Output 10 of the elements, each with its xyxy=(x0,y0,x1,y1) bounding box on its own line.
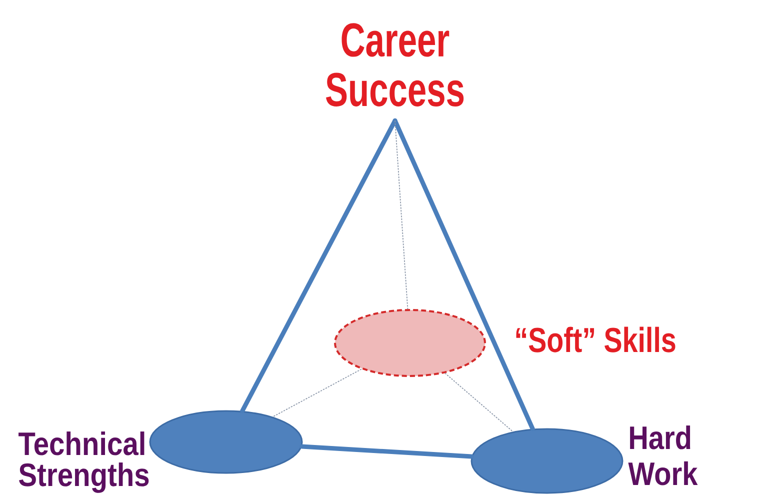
connector-line xyxy=(392,118,535,432)
node-label: Technical Strengths xyxy=(18,432,149,493)
connector-line xyxy=(300,444,474,459)
connector-line xyxy=(394,120,408,310)
node-label: Hard Work xyxy=(628,425,698,486)
connector-line xyxy=(444,372,514,432)
connector-line xyxy=(240,118,398,414)
connector-line xyxy=(272,368,362,418)
node-label: “Soft” Skills xyxy=(516,326,676,352)
heading-text: Career Success xyxy=(326,23,464,106)
